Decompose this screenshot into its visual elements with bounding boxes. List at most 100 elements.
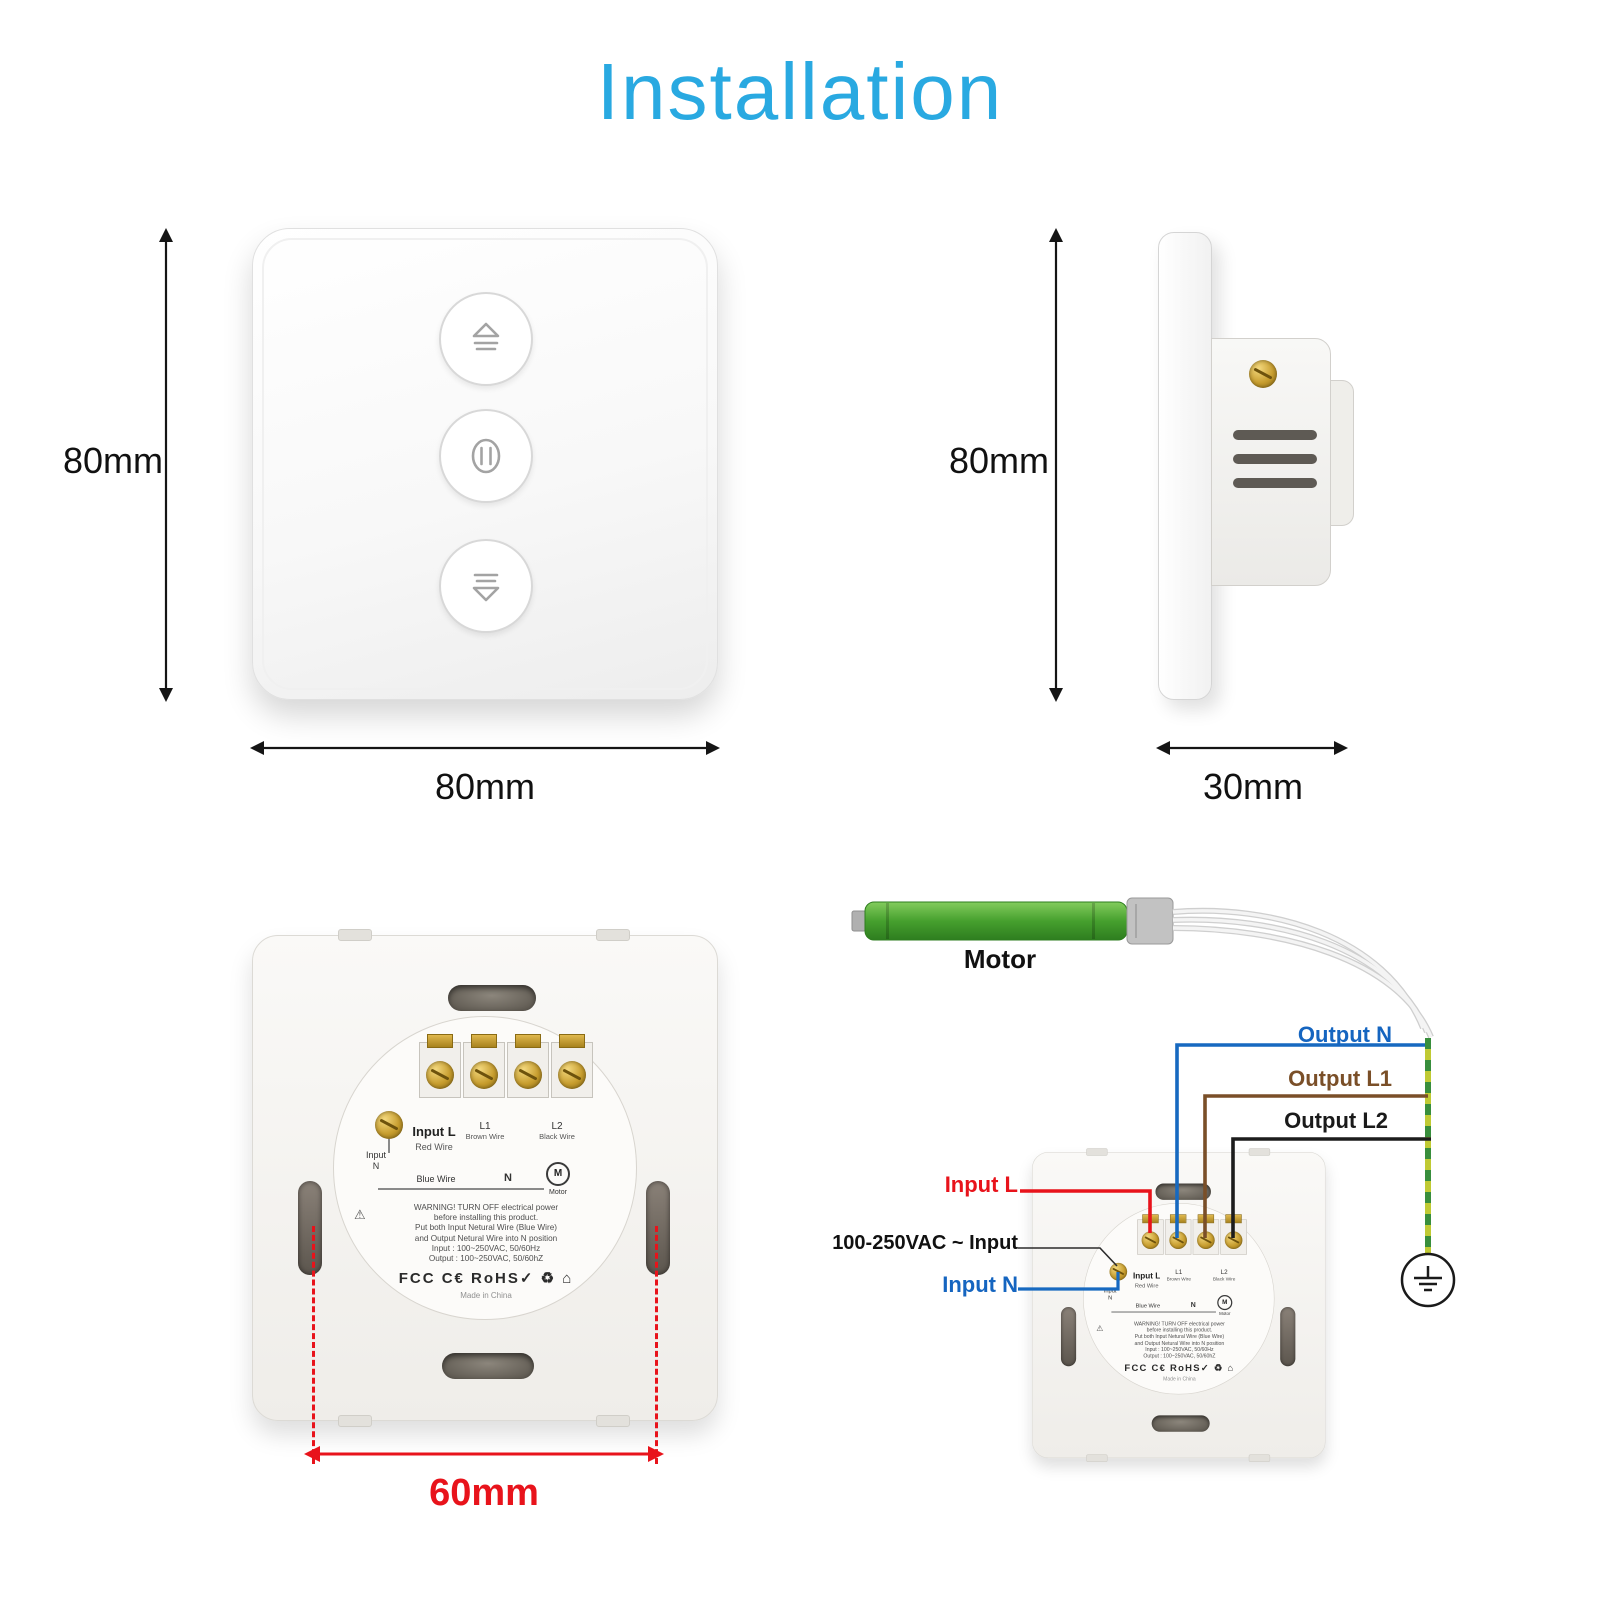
mount-slot-top <box>448 985 536 1011</box>
warning-line: Put both Input Netural Wire (Blue Wire) <box>1134 1333 1225 1340</box>
made-in-label: Made in China <box>1163 1376 1196 1382</box>
side-height-arrow <box>1049 228 1063 702</box>
black-wire-label: Black Wire <box>1212 1276 1236 1282</box>
warning-line: Put both Input Netural Wire (Blue Wire) <box>415 1223 557 1233</box>
l2-label: L2 <box>1220 1269 1228 1277</box>
side-depth-label: 30mm <box>1202 766 1304 807</box>
terminal-clamp <box>427 1034 453 1048</box>
warning-line: Input : 100~250VAC, 50/60Hz <box>1145 1346 1214 1353</box>
mount-width-arrow <box>304 1446 664 1462</box>
made-in-label: Made in China <box>460 1291 512 1300</box>
curtain-close-button <box>439 539 533 633</box>
warning-text: WARNING! TURN OFF electrical power befor… <box>1108 1321 1252 1360</box>
vent-slot <box>1233 478 1317 488</box>
back-view-figure: Input L Red Wire L1 Brown Wire L2 Black … <box>252 929 718 1427</box>
wiring-module-disc: Input L Red Wire L1 Brown Wire L2 Black … <box>1083 1203 1275 1395</box>
terminal-screw-input-l <box>1141 1231 1160 1250</box>
warning-line: before installing this product. <box>433 1213 539 1223</box>
side-depth-arrow <box>1156 741 1348 755</box>
curtain-open-button <box>439 292 533 386</box>
input-word-label: Input <box>1103 1287 1117 1294</box>
mount-slot-top <box>1155 1183 1211 1200</box>
l1-label: L1 <box>1175 1269 1183 1277</box>
terminal-screw-l1 <box>1169 1231 1187 1250</box>
front-width-arrow <box>250 741 720 755</box>
mount-width-label: 60mm <box>429 1472 539 1514</box>
black-wire-label: Black Wire <box>539 1132 575 1141</box>
input-l-label: Input L <box>412 1124 456 1139</box>
terminal-clamp <box>471 1034 497 1048</box>
red-wire-label: Red Wire <box>415 1142 453 1152</box>
certification-marks: FCC C€ RoHS✓ ♻ ⌂ <box>1124 1363 1235 1374</box>
warning-line: Output : 100~250VAC, 50/60hZ <box>1143 1352 1216 1359</box>
input-l-label: Input L <box>1133 1271 1161 1281</box>
curtain-pause-icon <box>471 438 501 474</box>
switch-front-frame <box>262 238 708 690</box>
mount-tab <box>596 1415 630 1427</box>
output-n-label: Output N <box>1297 1022 1392 1047</box>
motor-symbol: M <box>1217 1295 1233 1311</box>
motor-head <box>1126 897 1174 945</box>
terminal-clamp <box>515 1034 541 1048</box>
curtain-close-icon <box>472 573 500 602</box>
blue-wire-label: Blue Wire <box>416 1174 456 1184</box>
schematic-line <box>388 1139 390 1153</box>
vent-slot <box>1233 454 1317 464</box>
vac-input-label: 100-250VAC ~ Input <box>832 1232 1018 1254</box>
switch-back-view: Input L Red Wire L1 Brown Wire L2 Black … <box>252 929 718 1427</box>
mount-slot-right <box>1280 1306 1296 1367</box>
front-height-label: 80mm <box>62 440 164 481</box>
terminal-clamp <box>1225 1214 1242 1224</box>
warning-line: Output : 100~250VAC, 50/60hZ <box>428 1254 544 1264</box>
schematic-line <box>1111 1311 1216 1313</box>
vent-slot <box>1233 430 1317 440</box>
curtain-pause-button <box>439 409 533 503</box>
side-view-screw <box>1249 360 1277 388</box>
input-l-label-wiring: Input L <box>944 1172 1018 1197</box>
terminal-screw-l2 <box>1224 1231 1243 1250</box>
input-word-label: Input <box>365 1150 387 1160</box>
page-title: Installation <box>596 47 1004 136</box>
input-n-word-label: N <box>372 1161 380 1171</box>
brown-wire-label: Brown Wire <box>465 1132 505 1141</box>
mount-tab <box>1248 1454 1271 1462</box>
switch-front-view <box>252 228 718 700</box>
motor-word-label: Motor <box>1219 1312 1231 1317</box>
wiring-switch-back-mini: Input L Red Wire L1 Brown Wire L2 Black … <box>1032 1148 1326 1462</box>
l2-label: L2 <box>551 1121 563 1132</box>
warning-line: Input : 100~250VAC, 50/60Hz <box>431 1243 541 1253</box>
earth-ground-icon <box>1400 1252 1456 1308</box>
mount-slot-left <box>1060 1306 1077 1367</box>
motor-label: Motor <box>963 944 1037 974</box>
input-n-terminal-screw <box>375 1111 403 1139</box>
terminal-screw-l1 <box>470 1061 498 1089</box>
mount-slot-right <box>646 1181 670 1275</box>
warning-line: and Output Netural Wire into N position <box>414 1233 558 1243</box>
mount-tab <box>1248 1148 1271 1156</box>
output-l2-label: Output L2 <box>1284 1108 1388 1133</box>
warning-line: WARNING! TURN OFF electrical power <box>1133 1320 1225 1327</box>
terminal-clamp <box>1197 1214 1215 1224</box>
red-wire-label: Red Wire <box>1134 1282 1159 1289</box>
n-terminal-label: N <box>504 1172 512 1184</box>
motor-shaft-tip <box>851 910 867 932</box>
motor-body <box>864 901 1128 941</box>
mount-tab <box>338 1415 372 1427</box>
mount-dash-line-right <box>655 1226 658 1464</box>
side-view-wall-plate <box>1158 232 1212 700</box>
front-height-arrow <box>159 228 173 702</box>
terminal-screw-n <box>1197 1231 1215 1250</box>
input-n-word-label: N <box>1108 1294 1113 1301</box>
output-l1-label: Output L1 <box>1288 1066 1392 1091</box>
certification-marks: FCC C€ RoHS✓ ♻ ⌂ <box>398 1270 574 1287</box>
l1-label: L1 <box>479 1121 491 1132</box>
terminal-screw-input-l <box>426 1061 454 1089</box>
side-view-module-cap <box>1330 380 1354 526</box>
mount-tab <box>1086 1148 1108 1156</box>
blue-wire-label: Blue Wire <box>1135 1302 1161 1309</box>
mount-slot-left <box>298 1181 322 1275</box>
wiring-module-disc: Input L Red Wire L1 Brown Wire L2 Black … <box>333 1016 637 1320</box>
warning-icon: ⚠ <box>354 1207 366 1222</box>
terminal-clamp <box>1169 1214 1187 1224</box>
